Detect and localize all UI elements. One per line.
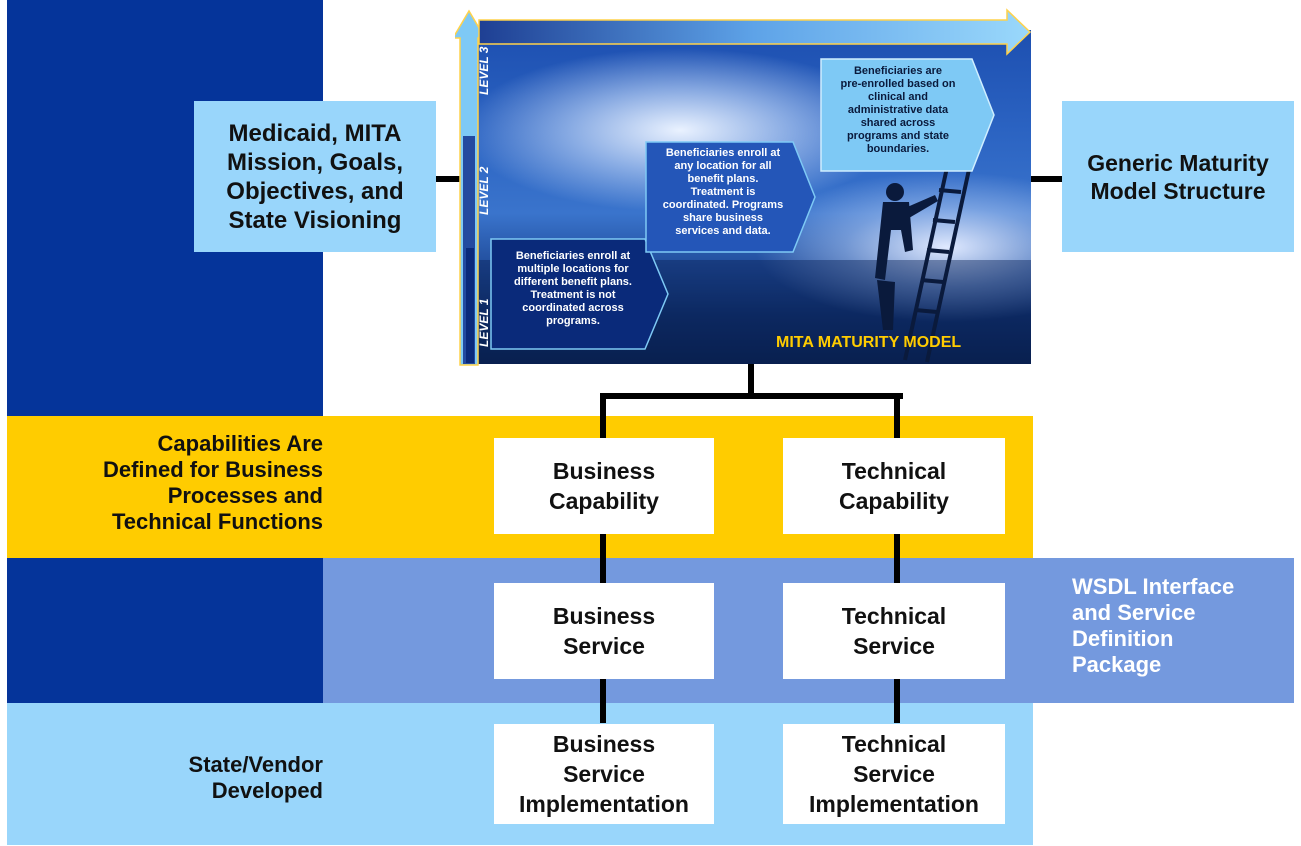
mission-goals-box: Medicaid, MITA Mission, Goals, Objective…: [194, 101, 436, 252]
connector-technical-vertical: [894, 393, 900, 723]
callout-level-3-shape: [820, 58, 995, 172]
callout-level-2: Beneficiaries enroll at any location for…: [662, 147, 784, 237]
connector-horizontal: [600, 393, 903, 399]
level-3-label: LEVEL 3: [477, 46, 491, 95]
person-silhouette-icon: [875, 183, 938, 330]
callout-level-2-shape: [645, 141, 816, 253]
level-arrows: [455, 8, 1032, 366]
maturity-model-title: MITA MATURITY MODEL: [776, 334, 962, 351]
generic-maturity-model-box: Generic Maturity Model Structure: [1062, 101, 1294, 252]
connector-photo-down: [748, 364, 754, 397]
connector-right: [1030, 176, 1062, 182]
ladder-icon: [903, 139, 977, 363]
callout-level-1: Beneficiaries enroll at multiple locatio…: [514, 250, 632, 327]
callout-level-1-shape: [490, 238, 669, 350]
level-2-label: LEVEL 2: [477, 166, 491, 215]
capabilities-label: Capabilities Are Defined for Business Pr…: [102, 431, 323, 534]
callout-level-3: Beneficiaries are pre-enrolled based on …: [840, 65, 956, 155]
state-vendor-label: State/Vendor Developed: [188, 752, 323, 803]
connector-left: [436, 176, 468, 182]
wsdl-label: WSDL Interface and Service Definition Pa…: [1072, 574, 1235, 677]
connector-business-vertical: [600, 393, 606, 723]
level-1-label: LEVEL 1: [477, 298, 491, 347]
